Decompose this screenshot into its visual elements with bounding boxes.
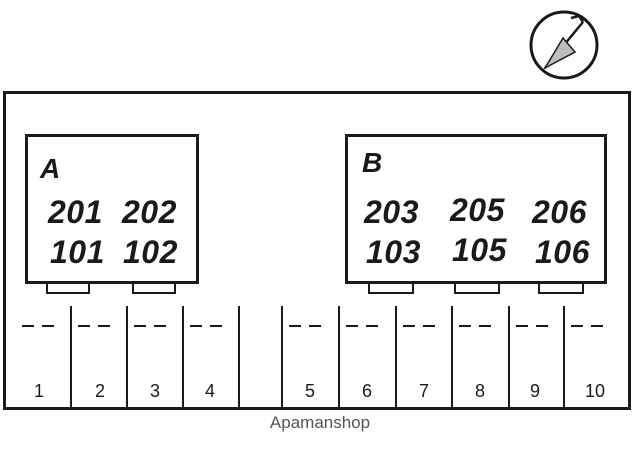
room-101: 101 <box>50 234 105 270</box>
parking-dash <box>210 325 222 327</box>
parking-spot-4: 4 <box>204 381 215 401</box>
parking-dash <box>571 325 583 327</box>
parking-divider <box>182 306 184 410</box>
parking-dash <box>479 325 491 327</box>
parking-spot-7: 7 <box>418 381 429 401</box>
building-b-label: B <box>362 147 383 178</box>
parking-divider <box>508 306 510 410</box>
parking-divider <box>126 306 128 410</box>
room-105: 105 <box>452 232 507 268</box>
parking-divider <box>563 306 565 410</box>
parking-divider <box>338 306 340 410</box>
entrance-tab <box>538 284 584 294</box>
parking-dash <box>289 325 301 327</box>
parking-dash <box>134 325 146 327</box>
parking-dash <box>366 325 378 327</box>
parking-spot-6: 6 <box>361 381 372 401</box>
room-205: 205 <box>450 192 505 228</box>
parking-dash <box>98 325 110 327</box>
room-106: 106 <box>535 234 590 270</box>
parking-spot-5: 5 <box>304 381 315 401</box>
parking-spot-1: 1 <box>33 381 44 401</box>
north-arrow-icon <box>529 10 599 80</box>
parking-divider <box>451 306 453 410</box>
building-a-label: A <box>40 153 61 184</box>
building-a <box>25 134 199 284</box>
room-203: 203 <box>364 194 419 230</box>
parking-divider <box>238 306 240 410</box>
parking-dash <box>459 325 471 327</box>
room-201: 201 <box>48 194 103 230</box>
room-103: 103 <box>366 234 421 270</box>
site-boundary <box>3 91 631 410</box>
parking-divider <box>281 306 283 410</box>
parking-dash <box>309 325 321 327</box>
parking-dash <box>591 325 603 327</box>
entrance-tab <box>132 284 176 294</box>
parking-dash <box>346 325 358 327</box>
parking-divider <box>395 306 397 410</box>
room-102: 102 <box>123 234 178 270</box>
room-202: 202 <box>122 194 177 230</box>
parking-spot-2: 2 <box>94 381 105 401</box>
parking-dash <box>536 325 548 327</box>
parking-dash <box>516 325 528 327</box>
parking-spot-10: 10 <box>584 381 606 401</box>
parking-dash <box>78 325 90 327</box>
entrance-tab <box>368 284 414 294</box>
entrance-tab <box>46 284 90 294</box>
parking-spot-8: 8 <box>474 381 485 401</box>
parking-dash <box>154 325 166 327</box>
parking-dash <box>42 325 54 327</box>
parking-spot-3: 3 <box>149 381 160 401</box>
parking-dash <box>190 325 202 327</box>
parking-dash <box>22 325 34 327</box>
parking-spot-9: 9 <box>529 381 540 401</box>
entrance-tab <box>454 284 500 294</box>
parking-dash <box>403 325 415 327</box>
building-b <box>345 134 607 284</box>
parking-dash <box>423 325 435 327</box>
watermark: Apamanshop <box>269 413 371 432</box>
room-206: 206 <box>532 194 587 230</box>
parking-divider <box>70 306 72 410</box>
